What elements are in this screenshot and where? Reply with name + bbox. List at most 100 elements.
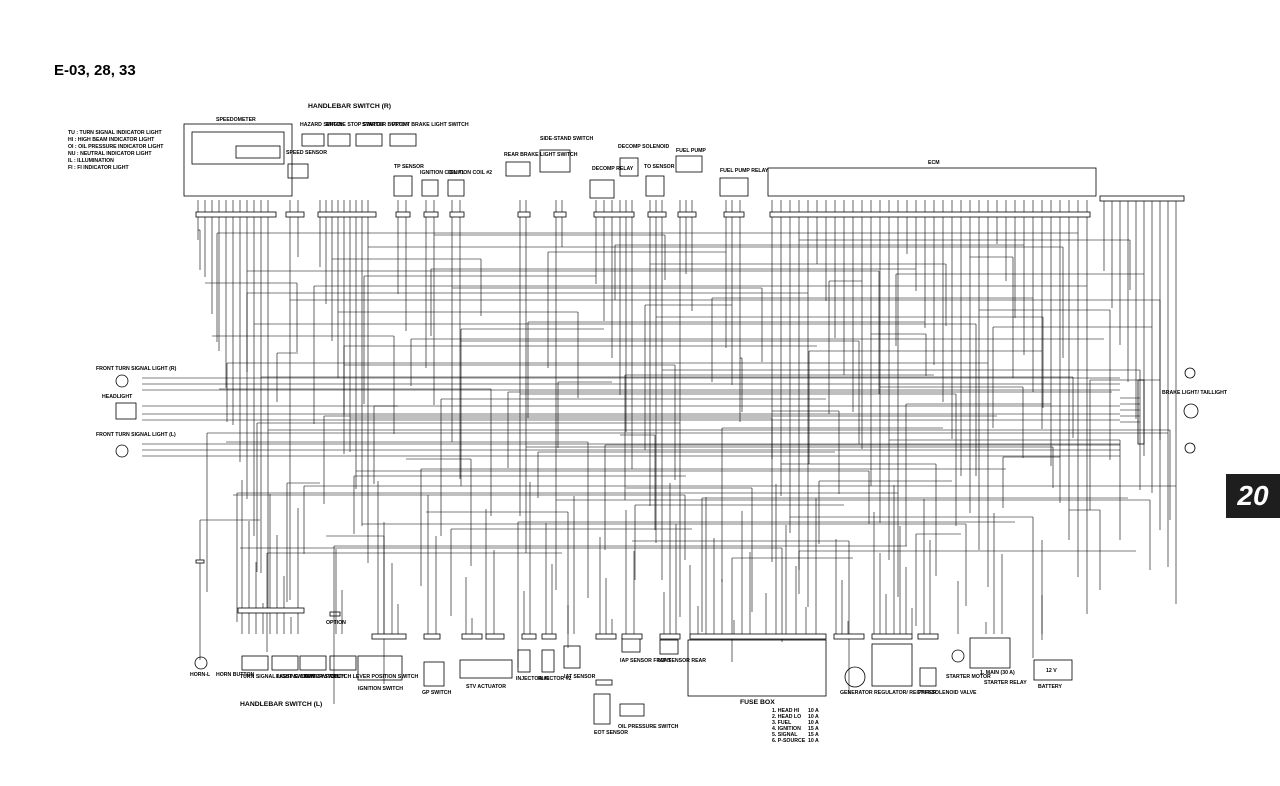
headlight-box: [115, 402, 137, 420]
fuel-pump-relay-label: FUEL PUMP RELAY: [720, 168, 769, 174]
fuse-name: 2. HEAD LO: [772, 714, 801, 720]
fuel-pump-label: FUEL PUMP: [676, 148, 706, 154]
decomp-relay-label: DECOMP RELAY: [592, 166, 634, 172]
fuse-name: 4. IGNITION: [772, 726, 801, 732]
connector: [423, 633, 441, 640]
iap-front-box: [621, 637, 641, 653]
fuse-rating: 15 A: [808, 732, 819, 738]
eot-box: [593, 693, 611, 725]
starter-button-box: [355, 133, 383, 147]
pair-valve-box: [919, 667, 937, 687]
speedometer-inner: [191, 131, 285, 165]
fuse-name: 6. P-SOURCE: [772, 738, 806, 744]
eot-label: EOT SENSOR: [594, 730, 628, 736]
brake-light-label: BRAKE LIGHT/ TAILLIGHT: [1162, 390, 1228, 396]
rear-brake-label: REAR BRAKE LIGHT SWITCH: [504, 152, 578, 158]
ecm-box: [767, 167, 1097, 197]
passing-box: [299, 655, 327, 671]
page-number-tab: 20: [1226, 474, 1280, 518]
fuse-box-label: FUSE BOX: [740, 699, 775, 706]
handlebar-l-label: HANDLEBAR SWITCH (L): [240, 701, 322, 708]
wire-harness: [142, 200, 1177, 704]
speed-sensor-label: SPEED SENSOR: [286, 150, 327, 156]
connector: [769, 211, 1091, 218]
fuse-rating: 15 A: [808, 726, 819, 732]
starter-motor-circle: [951, 649, 965, 663]
regulator-label: REGULATOR/ RECTIFIER: [874, 690, 937, 696]
horn-button-label: HORN BUTTON: [216, 672, 254, 678]
oil-pressure-label: OIL PRESSURE SWITCH: [618, 724, 679, 730]
generator-circle: [844, 666, 866, 688]
fuse-name: 1. HEAD HI: [772, 708, 800, 714]
connector: [595, 633, 617, 640]
horn-circle: [194, 656, 208, 670]
connector: [317, 211, 377, 218]
starter-button-label: STARTER BUTTON: [362, 122, 409, 128]
ignition-switch-label: IGNITION SWITCH: [358, 686, 403, 692]
iap-rear-label: IAP SENSOR REAR: [658, 658, 706, 664]
battery-box: [1033, 659, 1073, 681]
fuse-rating: 10 A: [808, 708, 819, 714]
gp-switch-label: GP SWITCH: [422, 690, 452, 696]
brake-bulb-bottom: [1184, 442, 1196, 454]
passing-label: PASSING LIGHT SWITCH: [276, 674, 338, 680]
side-stand-box: [539, 149, 571, 173]
ign-coil2-box: [447, 179, 465, 197]
component-outlines: [115, 123, 1199, 725]
brake-bulb-main: [1183, 403, 1199, 419]
fuse-rating: 10 A: [808, 714, 819, 720]
fuel-pump-relay-box: [719, 177, 749, 197]
speed-sensor-box: [287, 163, 309, 179]
connector: [461, 633, 483, 640]
iat-box: [563, 645, 581, 669]
horn-button-box: [241, 655, 269, 671]
legend-line: OI : OIL PRESSURE INDICATOR LIGHT: [68, 144, 164, 150]
fuse-rating: 10 A: [808, 738, 819, 744]
connector: [871, 633, 913, 640]
connector: [1099, 195, 1185, 202]
connector: [517, 211, 531, 218]
connector: [285, 211, 305, 218]
legend-line: NU : NEUTRAL INDICATOR LIGHT: [68, 151, 152, 157]
ignition-switch-box: [357, 655, 403, 681]
connector: [237, 607, 305, 614]
front-brake-box: [389, 133, 417, 147]
connector: [723, 211, 745, 218]
horn-label: HORN-L: [190, 672, 211, 678]
front-turn-l-label: FRONT TURN SIGNAL LIGHT (L): [96, 432, 176, 438]
engine-stop-box: [327, 133, 351, 147]
side-stand-label: SIDE-STAND SWITCH: [540, 136, 593, 142]
tp-sensor-label: TP SENSOR: [394, 164, 424, 170]
connector: [423, 211, 439, 218]
connector: [593, 211, 635, 218]
legend-line: IL : ILLUMINATION: [68, 158, 114, 164]
ecm-label: ECM: [928, 160, 940, 166]
connector: [917, 633, 939, 640]
connector: [833, 633, 865, 640]
iat-label: IAT SENSOR: [564, 674, 596, 680]
stv-actuator-box: [459, 659, 513, 679]
connector: [521, 633, 537, 640]
battery-label: BATTERY: [1038, 684, 1062, 690]
brake-connector: [1137, 379, 1145, 445]
main-fuse-label: 1. MAIN (30 A): [980, 670, 1015, 676]
speedometer-label: SPEEDOMETER: [216, 117, 256, 123]
turn-switch-box: [271, 655, 299, 671]
legend-line: FI : FI INDICATOR LIGHT: [68, 165, 129, 171]
hazard-label: HAZARD SWITCH: [300, 122, 344, 128]
fuse-rating: 10 A: [808, 720, 819, 726]
ign-coil2-label: IGNITION COIL #2: [448, 170, 492, 176]
decomp-relay-box: [589, 179, 615, 199]
to-sensor-box: [645, 175, 665, 197]
connector: [195, 559, 205, 564]
tp-sensor-box: [393, 175, 413, 197]
option-connector: [329, 611, 341, 617]
front-turn-r-bulb: [115, 374, 129, 388]
connector: [647, 211, 667, 218]
fuse-box-outline: [687, 639, 827, 697]
connector: [541, 633, 557, 640]
generator-label: GENERATOR: [840, 690, 873, 696]
injector1-box: [517, 649, 531, 673]
starter-relay-label: STARTER RELAY: [984, 680, 1027, 686]
